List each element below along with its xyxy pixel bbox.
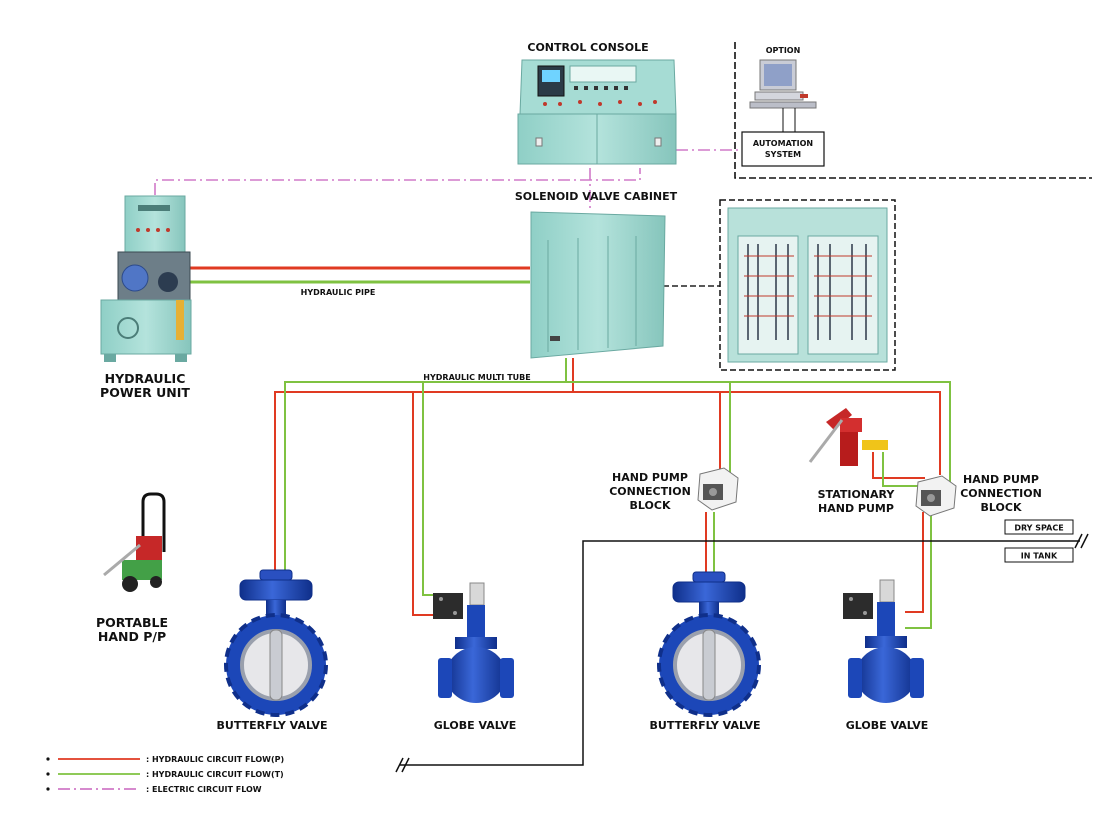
hpu-label-line1: HYDRAULIC: [105, 371, 186, 386]
hand-pump-connection-block-left: [697, 467, 739, 511]
butterfly-valve-2: [657, 571, 761, 717]
hand-pump-block-right-line3: BLOCK: [981, 501, 1022, 514]
electric-line-hpu-console: [154, 168, 641, 195]
in-tank-tag: IN TANK: [1004, 547, 1074, 563]
hydraulic-pipe-label: HYDRAULIC PIPE: [301, 288, 376, 297]
dry-space-label: DRY SPACE: [1014, 524, 1063, 533]
break-mark-right: [1074, 533, 1089, 549]
in-tank-label: IN TANK: [1021, 552, 1058, 561]
solenoid-valve-cabinet: [530, 211, 666, 359]
solenoid-cabinet-label: SOLENOID VALVE CABINET: [515, 190, 678, 203]
portable-pump-line1: PORTABLE: [96, 615, 168, 630]
globe-valve-1-label: GLOBE VALVE: [434, 719, 517, 732]
stationary-pump-line1: STATIONARY: [818, 488, 896, 501]
legend-text: : HYDRAULIC CIRCUIT FLOW(P): [146, 755, 284, 764]
portable-pump-line2: HAND P/P: [98, 629, 166, 644]
hpu-label-line2: POWER UNIT: [100, 385, 190, 400]
option-label: OPTION: [766, 46, 801, 55]
legend: : HYDRAULIC CIRCUIT FLOW(P) : HYDRAULIC C…: [46, 755, 284, 794]
globe-valve-1: [433, 582, 514, 703]
butterfly-valve-1: [224, 569, 328, 717]
hand-pump-block-left-line2: CONNECTION: [609, 485, 691, 498]
legend-bullet: [46, 772, 50, 776]
workstation-computer: [749, 59, 817, 109]
break-mark-left: [395, 757, 410, 773]
portable-hand-pump: [103, 492, 166, 592]
legend-text: : HYDRAULIC CIRCUIT FLOW(T): [146, 770, 284, 779]
automation-label-line1: AUTOMATION: [753, 139, 813, 148]
hand-pump-block-right-line2: CONNECTION: [960, 487, 1042, 500]
cabinet-interior-detail: [719, 199, 896, 371]
legend-text: : ELECTRIC CIRCUIT FLOW: [146, 785, 262, 794]
hand-pump-block-left-line1: HAND PUMP: [612, 471, 688, 484]
hand-pump-connection-block-right: [915, 475, 957, 517]
hand-pump-block-left-line3: BLOCK: [630, 499, 671, 512]
electric-circuit-lines: [154, 149, 742, 212]
automation-label-line2: SYSTEM: [765, 150, 801, 159]
legend-bullet: [46, 787, 50, 791]
hydraulic-return-lines: [190, 280, 951, 629]
butterfly-valve-1-label: BUTTERFLY VALVE: [217, 719, 328, 732]
hydraulic-power-unit: [100, 195, 192, 362]
hand-pump-block-right-line1: HAND PUMP: [963, 473, 1039, 486]
option-boundary: [734, 42, 1092, 179]
stationary-hand-pump: [808, 408, 888, 466]
legend-bullet: [46, 757, 50, 761]
globe-valve-2-label: GLOBE VALVE: [846, 719, 929, 732]
control-console-label: CONTROL CONSOLE: [527, 41, 648, 54]
globe-valve-2: [843, 579, 924, 703]
control-console: [517, 59, 677, 165]
butterfly-valve-2-label: BUTTERFLY VALVE: [650, 719, 761, 732]
automation-system-box: AUTOMATION SYSTEM: [741, 108, 825, 167]
dry-space-tag: DRY SPACE: [1004, 519, 1074, 535]
tank-boundary-line: [400, 540, 1080, 766]
stationary-pump-line2: HAND PUMP: [818, 502, 894, 515]
hydraulic-multi-tube-label: HYDRAULIC MULTI TUBE: [423, 373, 530, 382]
